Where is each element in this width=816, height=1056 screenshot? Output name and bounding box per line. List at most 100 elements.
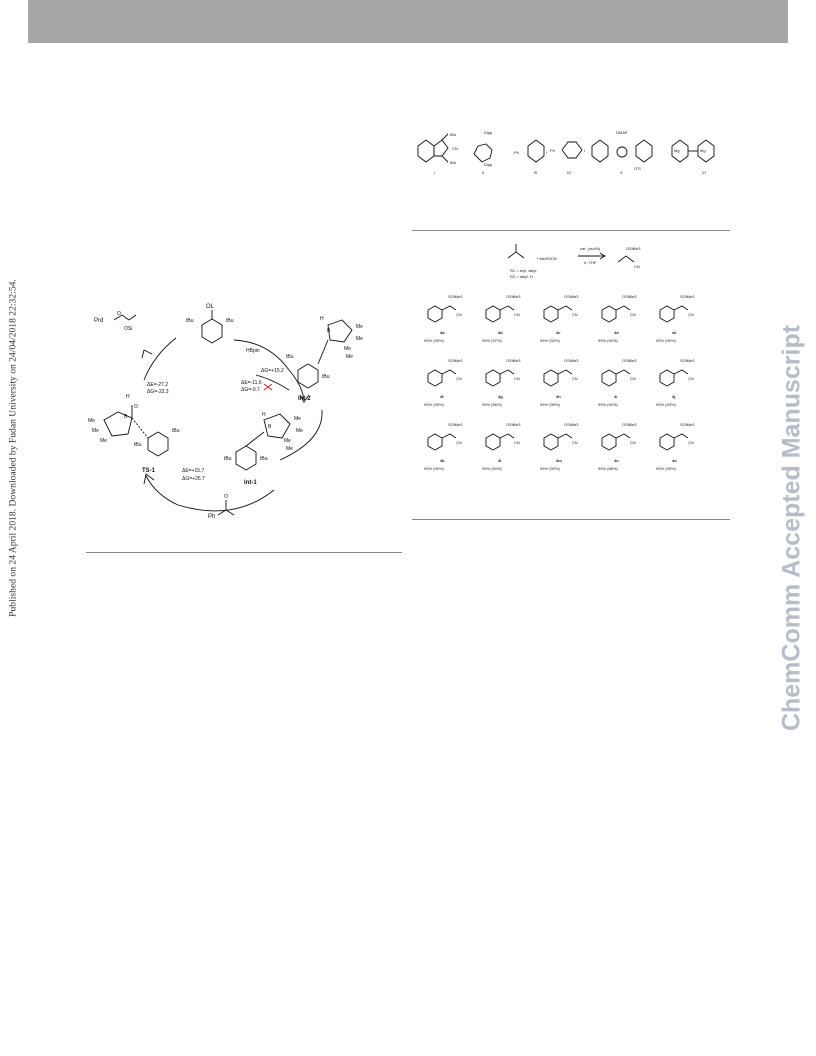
product-ring: [485, 433, 501, 451]
int1-to-int2-arrow: [279, 409, 323, 461]
product-cn: CN: [514, 376, 520, 381]
product-osime3: OSiMe3: [680, 422, 695, 427]
product-osime3: OSiMe3: [448, 422, 463, 427]
product-cn: CN: [688, 440, 694, 445]
product-ring: [543, 369, 559, 387]
catalyst-structure: OL tBu tBu: [186, 304, 234, 344]
hbpin-arrow: [233, 339, 305, 401]
product-ring: [659, 433, 675, 451]
left-figure-rule: [86, 552, 402, 553]
product-yield: 99% (90%): [424, 466, 444, 471]
product-yield: 99% (90%): [540, 466, 560, 471]
catalyst-III-ph: Ph: [514, 150, 519, 155]
catalyst-I-tbu-top: tBu: [450, 132, 456, 137]
catalyst-substituent: OL: [206, 304, 215, 310]
product-cn: CN: [630, 376, 636, 381]
hbpin-label: HBpin: [246, 348, 260, 354]
ts1-b: B: [124, 414, 128, 420]
int2-structure: H B Me Me Me Me tBu tBu Int-2: [286, 316, 363, 402]
int2-label: Int-2: [298, 396, 311, 402]
product-ring: [601, 305, 617, 323]
product-yield: 99% (92%): [540, 338, 560, 343]
hbpin-arrowhead: [299, 394, 310, 403]
ts1-label: TS-1: [142, 468, 156, 474]
catalyst-II-bottom: Dipp: [484, 162, 493, 167]
int2-me-2: Me: [356, 336, 363, 342]
product-cn: CN: [514, 312, 520, 317]
product-yield: 92% (90%): [656, 338, 676, 343]
product-id: 4c: [556, 330, 561, 335]
product-label: Prd: [94, 318, 103, 324]
forbidden-cross-b: [263, 383, 273, 391]
catalyst-V: DMAP OTf V: [591, 130, 653, 175]
product-yield: 99% (90%): [598, 402, 618, 407]
product-yield: 99% (90%): [598, 338, 618, 343]
product-osime3: OSiMe3: [680, 358, 695, 363]
product-yield: 99% (96%): [540, 402, 560, 407]
product-yield: 99% (93%): [656, 402, 676, 407]
ts1-tbu-right: tBu: [172, 428, 180, 434]
int1-structure: H B Me Me Me Me tBu tBu Int-1: [224, 412, 303, 486]
product-osime3: OSiMe3: [564, 294, 579, 299]
int1-me-3: Me: [284, 438, 291, 444]
product-yield: 99% (96%): [482, 402, 502, 407]
product-id: 4g: [498, 394, 503, 399]
int2-branch-arrow: [255, 374, 290, 391]
int1-me-2: Me: [296, 428, 303, 434]
int1-me-1: Me: [294, 416, 301, 422]
product-bond: [615, 433, 631, 439]
product-osime3: OSiMe3: [622, 358, 637, 363]
substrate-label: Ph: [208, 514, 215, 520]
product-yield: 99% (95%): [656, 466, 676, 471]
product-ring: [601, 433, 617, 451]
reaction-scheme-figure: + Me3SiCN cat. (mol%) rt, THF R1 = aryl,…: [507, 244, 641, 279]
product-cn: CN: [514, 440, 520, 445]
product-id: 4b: [498, 330, 503, 335]
substrate-structure: O Ph: [208, 494, 235, 520]
product-osime3: OSiMe3: [564, 422, 579, 427]
catalyst-IV-label: IV: [567, 170, 571, 175]
product-ring: [427, 305, 443, 323]
product-bond: [441, 369, 457, 375]
product-osime3: OSiMe3: [448, 294, 463, 299]
catalyst-I-cn: CN: [452, 146, 458, 151]
product-bond: [615, 369, 631, 375]
product-yield: 99% (95%): [424, 402, 444, 407]
product-cn: CN: [630, 312, 636, 317]
int2-h: H: [320, 316, 324, 322]
product-bond: [499, 433, 515, 439]
product-id: 4i: [614, 394, 617, 399]
catalyst-VI-label: VI: [702, 170, 706, 175]
product-ring: [485, 305, 501, 323]
product-cn: CN: [456, 312, 462, 317]
product-cn: CN: [630, 440, 636, 445]
product-yield: 90% (88%): [598, 466, 618, 471]
catalyst-III-i: I: [546, 150, 547, 155]
product-formula: OSi: [124, 326, 132, 332]
conditions-top: cat. (mol%): [580, 246, 601, 251]
product-yield: 99% (97%): [482, 338, 502, 343]
product-ring: [601, 369, 617, 387]
product-structure: Prd OSi O: [94, 311, 137, 332]
product-bond: [499, 369, 515, 375]
header-bar: [28, 0, 788, 43]
product-bond: [673, 305, 689, 311]
catalyst-III: Ph I III: [514, 139, 547, 175]
catalyst-V-dmap: DMAP: [616, 130, 628, 135]
product-release-arrow: [143, 337, 177, 381]
int2-tbu-right: tBu: [322, 374, 330, 380]
product-id: 4e: [672, 330, 677, 335]
catalyst-V-otf: OTf: [634, 166, 642, 171]
product-id: 4k: [440, 458, 445, 463]
int2-path-de: ΔE=-11.6: [241, 380, 262, 386]
substrate-r1: R1 = aryl, alkyl: [510, 268, 536, 273]
catalyst-II-top: Dipp: [484, 130, 493, 135]
product-osime3: OSiMe3: [622, 422, 637, 427]
